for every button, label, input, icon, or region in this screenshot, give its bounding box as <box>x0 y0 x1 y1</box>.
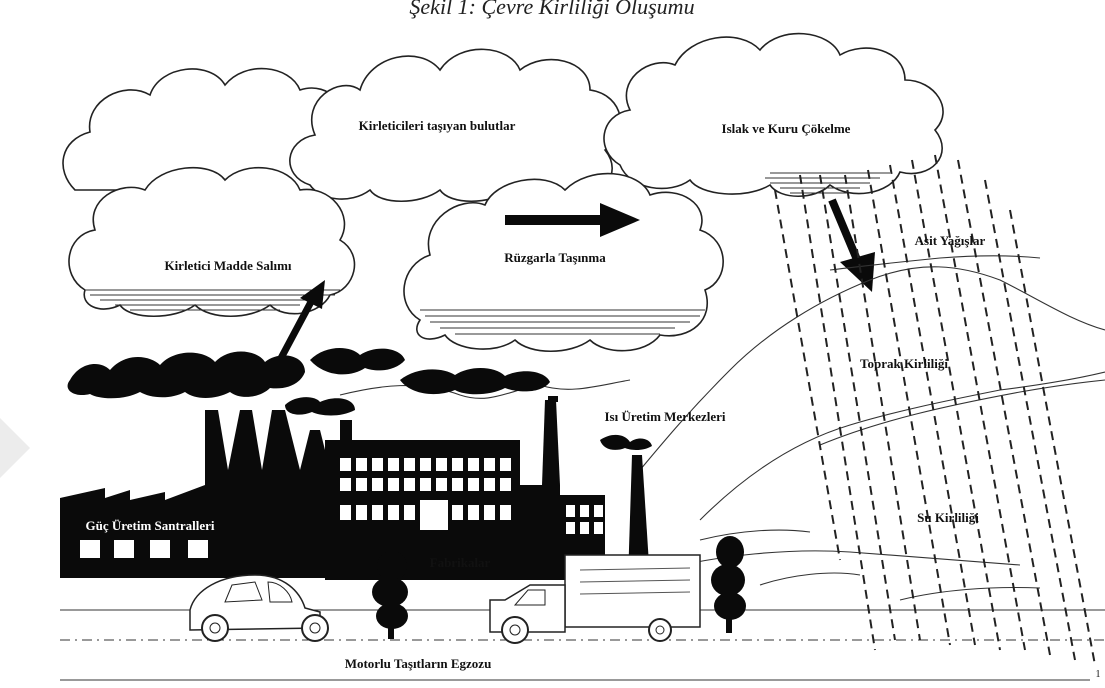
wind-arrow-icon <box>505 203 640 237</box>
main-factory <box>325 420 520 580</box>
label-power-plants: Güç Üretim Santralleri <box>85 518 214 533</box>
car-icon <box>189 574 329 642</box>
label-water-pollution: Su Kirliliği <box>917 510 979 525</box>
emission-hatching <box>85 289 340 311</box>
label-clouds-carrying: Kirleticileri taşıyan bulutlar <box>359 118 516 133</box>
figure-caption: Şekil 1: Çevre Kirliliği Oluşumu <box>409 0 694 19</box>
label-vehicle-exhaust: Motorlu Taşıtların Egzozu <box>345 656 492 671</box>
cloud-wind-transport: Rüzgarla Taşınma <box>403 172 724 353</box>
smoke-plumes <box>67 348 652 450</box>
cloud-carrying-pollutants: Kirleticileri taşıyan bulutlar <box>289 48 622 204</box>
deposition-hatching <box>765 172 890 194</box>
corner-mark: 1 <box>1096 669 1101 680</box>
power-plant: Güç Üretim Santralleri <box>60 410 330 578</box>
watermark-mark <box>0 418 30 478</box>
deposition-arrow-icon <box>828 198 875 292</box>
heat-plant: Isı Üretim Merkezleri <box>520 396 726 580</box>
acid-rain <box>774 154 1096 666</box>
label-emission: Kirletici Madde Salımı <box>164 258 291 273</box>
truck-icon <box>489 554 701 644</box>
label-wet-dry-deposition: Islak ve Kuru Çökelme <box>722 121 851 136</box>
label-acid-rain: Asit Yağışlar <box>915 233 986 248</box>
tree-left <box>372 551 408 639</box>
cloud-emission: Kirletici Madde Salımı <box>68 166 356 318</box>
label-wind-transport: Rüzgarla Taşınma <box>504 250 606 265</box>
tree-right <box>711 536 746 633</box>
label-factories: Fabrikalar <box>430 555 491 570</box>
factory-windows <box>340 458 511 530</box>
label-heat-plants: Isı Üretim Merkezleri <box>604 409 725 424</box>
label-soil-pollution: Toprak Kirliliği <box>860 356 948 371</box>
cloud-deposition: Islak ve Kuru Çökelme <box>603 32 944 197</box>
wind-hatching <box>420 309 705 335</box>
